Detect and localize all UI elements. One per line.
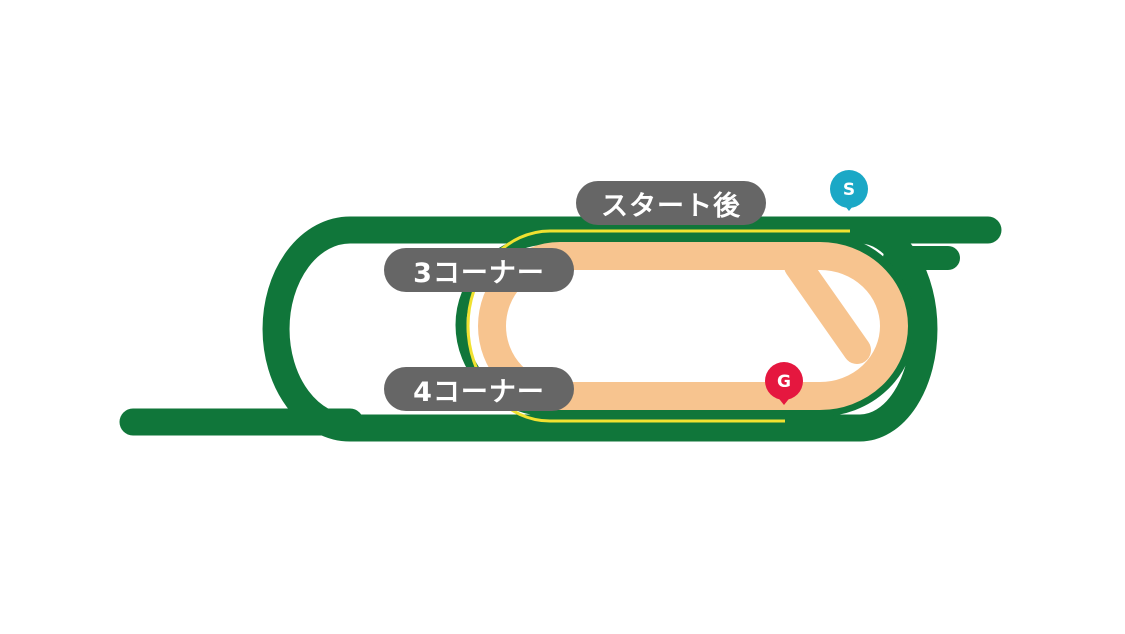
turf-course xyxy=(119,216,1002,442)
start-marker: S xyxy=(830,170,868,211)
start-marker-label: S xyxy=(843,180,855,200)
goal-marker: G xyxy=(765,362,803,405)
label-corner-4: 4コーナー xyxy=(384,367,574,411)
dirt-oval xyxy=(478,242,908,410)
dirt-course xyxy=(478,242,908,410)
dirt-diagonal-chute xyxy=(784,252,871,364)
label-start-after: スタート後 xyxy=(576,181,766,225)
label-corner-3: 3コーナー xyxy=(384,248,574,292)
goal-marker-circle xyxy=(765,362,803,400)
goal-marker-label: G xyxy=(777,372,791,392)
start-marker-circle xyxy=(830,170,868,208)
turf-oval xyxy=(262,216,938,442)
rail-line xyxy=(466,229,850,423)
